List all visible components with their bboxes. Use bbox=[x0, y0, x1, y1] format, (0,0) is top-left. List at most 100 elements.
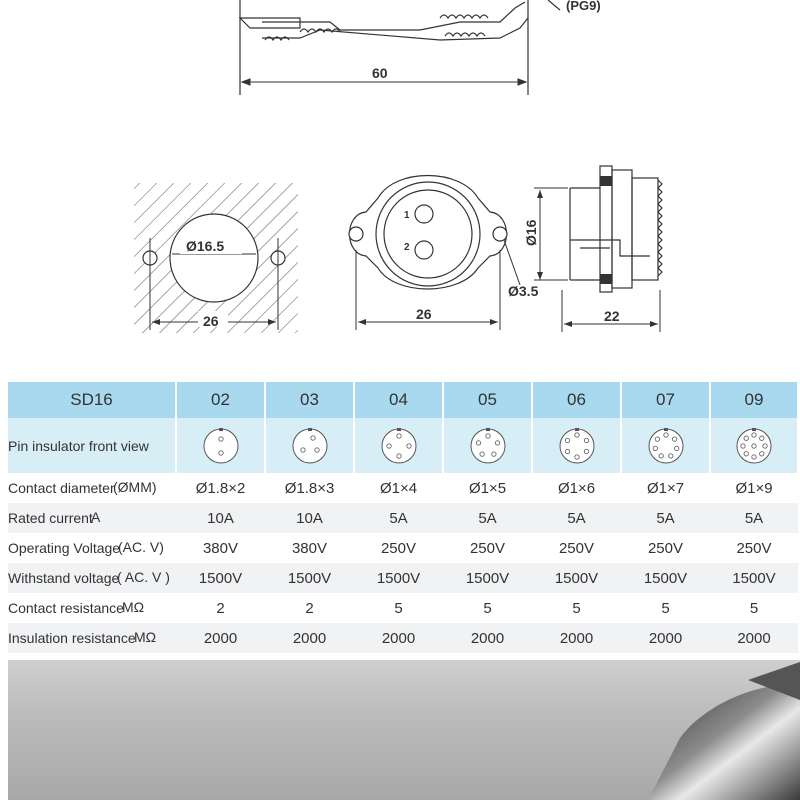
pin-hole bbox=[658, 452, 664, 459]
pin-hole bbox=[759, 435, 765, 441]
spec-value-cell: Ø1×7 bbox=[646, 479, 685, 497]
dimension-60 bbox=[240, 78, 528, 86]
pin-hole bbox=[395, 452, 402, 459]
spec-value-cell: 10A bbox=[176, 503, 265, 533]
spec-row-label: Operating Voltage(AC. V) bbox=[8, 533, 176, 563]
pin-hole bbox=[494, 439, 500, 446]
spec-unit-text: (AC. V) bbox=[118, 539, 164, 555]
spec-value-cell: 2000 bbox=[532, 623, 621, 653]
spec-value-cell: 5 bbox=[394, 599, 403, 617]
column-header: 05 bbox=[443, 382, 533, 418]
pin-layout-icon bbox=[292, 427, 327, 463]
spec-value-cell: 5A bbox=[710, 503, 798, 533]
spec-unit-text: A bbox=[91, 509, 101, 525]
pin-hole bbox=[751, 453, 757, 460]
spec-value-cell: Ø1×5 bbox=[468, 479, 507, 497]
panel-cutout-view bbox=[134, 183, 298, 333]
spec-value-cell: 1500V bbox=[621, 563, 710, 593]
spec-value-cell: 1500V bbox=[176, 563, 265, 593]
pin-hole bbox=[751, 431, 757, 438]
spec-label-text: Contact diameter bbox=[8, 480, 115, 496]
thread-diameter-label: Ø16 bbox=[523, 219, 539, 246]
pin-hole bbox=[740, 442, 746, 449]
spec-value-cell: 1500V bbox=[443, 563, 532, 593]
pin-hole bbox=[405, 442, 412, 449]
pin-hole bbox=[667, 452, 673, 459]
spec-value-cell: Ø1×4 bbox=[379, 479, 418, 497]
pin-hole bbox=[490, 450, 497, 457]
pin-hole bbox=[299, 446, 306, 453]
flange-width-label: 26 bbox=[416, 306, 432, 322]
model-header: SD16 bbox=[8, 382, 177, 418]
column-header: 04 bbox=[354, 382, 444, 418]
pin-hole bbox=[673, 445, 679, 451]
pin-view-row: Pin insulator front view bbox=[8, 418, 799, 473]
spec-value-cell: 250V bbox=[558, 539, 595, 557]
spec-value-cell: 250V bbox=[469, 539, 506, 557]
spec-value-cell: 2000 bbox=[176, 623, 265, 653]
pin-view-cell bbox=[354, 418, 444, 473]
spec-label-text: Operating Voltage bbox=[8, 540, 121, 556]
column-header: 03 bbox=[265, 382, 355, 418]
spec-unit-text: MΩ bbox=[134, 629, 157, 645]
spec-value-cell: 380V bbox=[202, 539, 239, 557]
spec-value-cell: 5A bbox=[621, 503, 710, 533]
table-header-row: SD16 02 03 04 05 06 07 09 bbox=[8, 382, 799, 418]
pin-view-cell bbox=[265, 418, 355, 473]
spec-value-cell: 1500V bbox=[354, 563, 443, 593]
pin-layout-icon bbox=[203, 427, 238, 463]
pin-hole bbox=[751, 442, 757, 449]
spec-table: SD16 02 03 04 05 06 07 09 Pin insulator … bbox=[8, 382, 799, 653]
pin-hole bbox=[762, 442, 768, 449]
pin-hole bbox=[475, 439, 481, 446]
spec-value-cell: 2000 bbox=[443, 623, 532, 653]
spec-value-cell: 5 bbox=[661, 599, 670, 617]
pin-hole bbox=[652, 445, 658, 451]
spec-value-cell: 1500V bbox=[265, 563, 354, 593]
pin-hole bbox=[309, 434, 316, 441]
pin-hole bbox=[313, 446, 320, 453]
pin-view-cell bbox=[621, 418, 711, 473]
pin-view-cell bbox=[710, 418, 799, 473]
product-photo bbox=[8, 660, 800, 800]
technical-drawing: (PG9) 60 Ø16.5 26 1 2 26 Ø3. bbox=[134, 0, 663, 333]
pin-hole bbox=[217, 435, 224, 442]
spec-value-cell: 250V bbox=[380, 539, 417, 557]
pin-view-cell bbox=[443, 418, 533, 473]
spec-row-label: Contact diameter(ØMM) bbox=[8, 473, 176, 503]
pin-view-cell bbox=[176, 418, 266, 473]
spec-value-cell: 250V bbox=[647, 539, 684, 557]
spec-value-cell: 5A bbox=[354, 503, 443, 533]
spec-label-text: Withstand voltage bbox=[8, 570, 120, 586]
spec-unit-text: MΩ bbox=[122, 599, 145, 615]
pin-layout-icon bbox=[381, 427, 416, 463]
pin-layout-icon bbox=[736, 427, 772, 463]
spec-label-text: Insulation resistance bbox=[8, 630, 136, 646]
spec-value-cell: 2 bbox=[305, 599, 314, 617]
pin-hole bbox=[564, 437, 570, 443]
spec-value-cell: 5A bbox=[532, 503, 621, 533]
spec-label-text: Contact resistance bbox=[8, 600, 124, 616]
pin-hole bbox=[573, 453, 580, 460]
pin-layout-icon bbox=[559, 427, 594, 463]
pin-view-label: Pin insulator front view bbox=[8, 418, 177, 473]
spec-value-cell: 5 bbox=[483, 599, 492, 617]
dimension-60-label: 60 bbox=[372, 65, 388, 81]
spec-value-cell: 5A bbox=[443, 503, 532, 533]
pin-1-label: 1 bbox=[404, 210, 410, 221]
pin-hole bbox=[654, 435, 660, 442]
socket-side-view bbox=[534, 165, 663, 332]
spec-value-cell: 2000 bbox=[265, 623, 354, 653]
metal-connector-image bbox=[648, 662, 800, 800]
pin-hole bbox=[478, 450, 485, 457]
pin-hole bbox=[743, 450, 749, 456]
pin-2-label: 2 bbox=[404, 242, 410, 253]
pin-layout-icon bbox=[648, 427, 683, 463]
